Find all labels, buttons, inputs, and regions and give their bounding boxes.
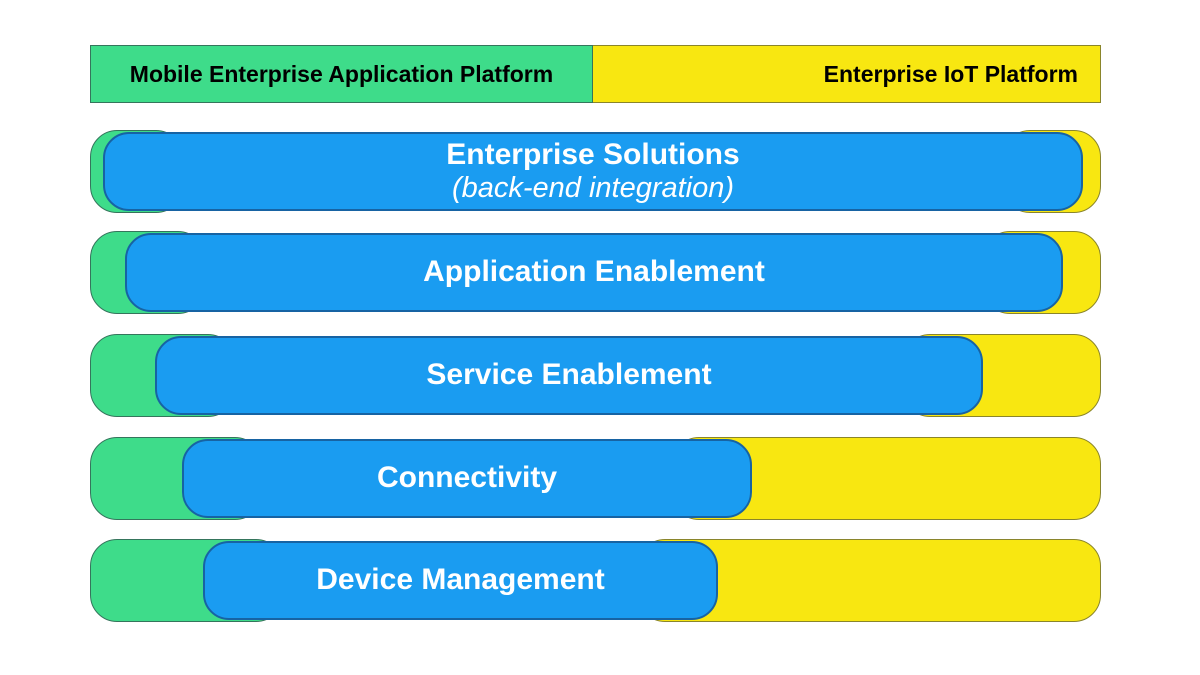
capability-bar: Application Enablement	[125, 233, 1063, 312]
capability-bar: Enterprise Solutions(back-end integratio…	[103, 132, 1083, 211]
capability-label: Device Management	[316, 563, 605, 597]
capability-bar: Service Enablement	[155, 336, 983, 415]
capability-label: Service Enablement	[426, 358, 712, 392]
capability-label: Application Enablement	[423, 255, 765, 289]
header-meap: Mobile Enterprise Application Platform	[90, 45, 593, 103]
layer-row: Device Management	[90, 539, 1101, 622]
layer-row: Application Enablement	[90, 231, 1101, 314]
layer-row: Enterprise Solutions(back-end integratio…	[90, 130, 1101, 213]
layer-row: Connectivity	[90, 437, 1101, 520]
capability-bar: Device Management	[203, 541, 718, 620]
layer-rows: Enterprise Solutions(back-end integratio…	[90, 0, 1101, 675]
capability-label: Connectivity	[376, 461, 558, 495]
capability-sublabel: (back-end integration)	[451, 172, 735, 205]
capability-bar: Connectivity	[182, 439, 752, 518]
capability-label: Enterprise Solutions	[446, 137, 740, 171]
layer-row: Service Enablement	[90, 334, 1101, 417]
header-iot: Enterprise IoT Platform	[593, 45, 1101, 103]
platform-header: Mobile Enterprise Application Platform E…	[90, 45, 1101, 103]
